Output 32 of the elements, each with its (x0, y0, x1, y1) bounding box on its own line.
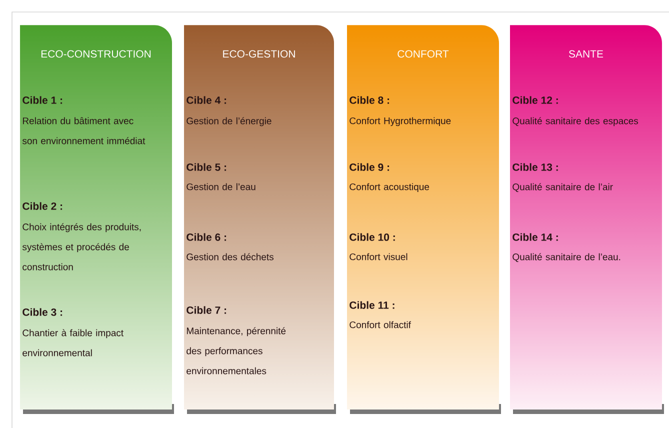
target-description: Qualité sanitaire de l’eau. (512, 253, 620, 262)
target-description: Confort Hygrothermique (350, 117, 451, 126)
target-description: Qualité sanitaire des espaces (512, 117, 638, 126)
target-description: Confort acoustique (350, 183, 430, 192)
column-heading: CONFORT (398, 50, 449, 58)
target-description: Maintenance, pérennité des performances environnementales (186, 327, 286, 374)
target-description: Confort olfactif (350, 321, 411, 328)
target-description: Gestion de l’eau (186, 183, 256, 190)
target-description: Chantier à faible impact environnemental (22, 329, 124, 356)
target-number: Cible 12 : (512, 96, 558, 104)
target-number: Cible 10 : (350, 233, 395, 241)
target-description: Relation du bâtiment avec son environnement immédiat (22, 117, 146, 144)
target-number: Cible 4 : (186, 96, 226, 104)
target-number: Cible 7 : (186, 306, 226, 314)
target-description: Gestion des déchets (186, 253, 274, 260)
target-number: Cible 11 : (350, 301, 394, 309)
target-number: Cible 14 : (512, 233, 558, 241)
target-description: Choix intégrés des produits, systèmes et procédés de construction (22, 223, 141, 270)
target-number: Cible 13 : (512, 163, 558, 171)
target-number: Cible 8 : (350, 96, 390, 104)
target-description: Confort visuel (350, 253, 408, 260)
column-heading: ECO-GESTION (223, 50, 295, 58)
column-heading: ECO-CONSTRUCTION (41, 50, 151, 58)
target-description: Qualité sanitaire de l’air (512, 183, 613, 192)
target-number: Cible 2 : (22, 202, 62, 210)
target-number: Cible 1 : (22, 96, 62, 104)
target-description: Gestion de l’énergie (186, 117, 272, 126)
column-heading: SANTE (568, 50, 604, 58)
target-number: Cible 3 : (22, 308, 62, 316)
target-number: Cible 9 : (350, 163, 390, 171)
target-number: Cible 5 : (186, 163, 226, 171)
target-number: Cible 6 : (186, 233, 226, 241)
